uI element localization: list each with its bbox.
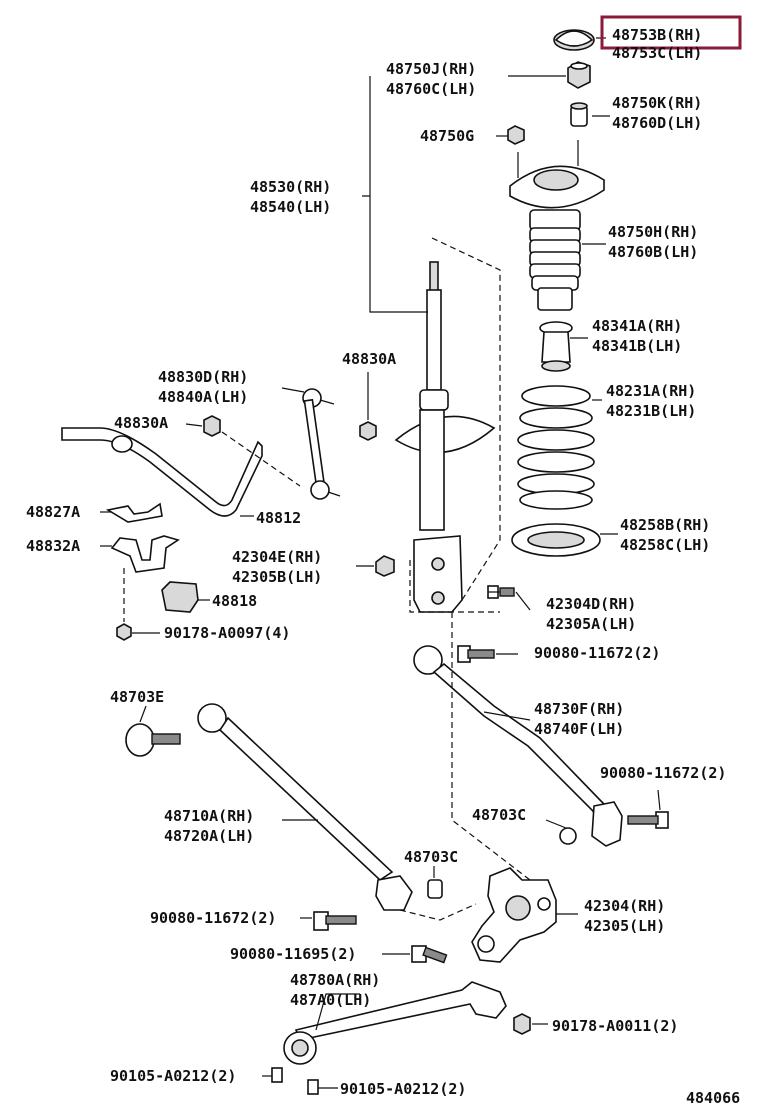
label-90080-11672-b[interactable]: 90080-11672(2) bbox=[600, 764, 726, 782]
label-48258[interactable]: 48258B(RH)48258C(LH) bbox=[620, 516, 710, 554]
stabilizer-link[interactable] bbox=[302, 388, 341, 500]
carrier-outline bbox=[399, 612, 531, 921]
lateral-link-no1[interactable] bbox=[197, 703, 413, 911]
link-bolt-top[interactable] bbox=[457, 645, 495, 663]
bump-stopper[interactable] bbox=[539, 321, 573, 372]
arm-bolt-left[interactable] bbox=[271, 1067, 283, 1083]
rear-axle-carrier[interactable] bbox=[471, 867, 557, 963]
lateral-link-no2[interactable] bbox=[413, 645, 623, 847]
link-washer-mid[interactable] bbox=[427, 879, 443, 899]
upper-mount-cap[interactable] bbox=[553, 29, 595, 51]
label-48750h[interactable]: 48750H(RH)48760B(LH) bbox=[608, 223, 698, 261]
label-48818[interactable]: 48818 bbox=[212, 592, 257, 610]
label-48827a[interactable]: 48827A bbox=[26, 503, 80, 521]
label-48341[interactable]: 48341A(RH)48341B(LH) bbox=[592, 317, 682, 355]
link-guide-line bbox=[221, 431, 301, 487]
label-48730f[interactable]: 48730F(RH)48740F(LH) bbox=[534, 700, 624, 738]
link-bushing-nut[interactable] bbox=[203, 415, 221, 437]
trailing-arm-nut[interactable] bbox=[513, 1013, 531, 1035]
mount-nut[interactable] bbox=[567, 61, 591, 89]
label-90080-11672-c[interactable]: 90080-11672(2) bbox=[150, 909, 276, 927]
strut-outline bbox=[409, 237, 501, 613]
label-42304e[interactable]: 42304E(RH)42305B(LH) bbox=[232, 548, 322, 586]
stabilizer-bracket-b[interactable] bbox=[110, 535, 180, 573]
link-washer-right[interactable] bbox=[559, 827, 577, 845]
carrier-bolt-left[interactable] bbox=[313, 911, 357, 931]
upper-support[interactable] bbox=[509, 140, 605, 209]
coil-spring[interactable] bbox=[517, 385, 595, 510]
label-42304d[interactable]: 42304D(RH)42305A(LH) bbox=[546, 595, 636, 633]
label-48780a[interactable]: 48780A(RH)487A0(LH) bbox=[290, 971, 380, 1009]
label-48750k[interactable]: 48750K(RH)48760D(LH) bbox=[612, 94, 702, 132]
spring-seat-insulator[interactable] bbox=[511, 523, 601, 557]
label-48703e[interactable]: 48703E bbox=[110, 688, 164, 706]
label-90080-11695[interactable]: 90080-11695(2) bbox=[230, 945, 356, 963]
label-48830a-left[interactable]: 48830A bbox=[114, 414, 168, 432]
diagram-number: 484066 bbox=[686, 1089, 740, 1107]
shock-absorber[interactable] bbox=[394, 261, 496, 613]
leader-lines bbox=[100, 37, 661, 1089]
label-48750j[interactable]: 48750J(RH)48760C(LH) bbox=[386, 60, 476, 98]
stabilizer-bracket-a[interactable] bbox=[105, 502, 163, 523]
link-bolt-right[interactable] bbox=[627, 811, 669, 829]
bracket-nut[interactable] bbox=[116, 623, 132, 641]
arm-bolt-right[interactable] bbox=[307, 1079, 319, 1095]
label-48703c-mid[interactable]: 48703C bbox=[404, 848, 458, 866]
label-90178-a0011[interactable]: 90178-A0011(2) bbox=[552, 1017, 678, 1035]
stabilizer-bushing[interactable] bbox=[161, 581, 199, 613]
mount-collar[interactable] bbox=[570, 102, 588, 127]
label-48753[interactable]: 48753B(RH)48753C(LH) bbox=[612, 26, 702, 62]
carrier-bolt-lower[interactable] bbox=[411, 945, 448, 964]
shock-lower-bolt[interactable] bbox=[487, 585, 515, 599]
label-48832a[interactable]: 48832A bbox=[26, 537, 80, 555]
cam-plate[interactable] bbox=[125, 723, 181, 757]
label-42304[interactable]: 42304(RH)42305(LH) bbox=[584, 897, 665, 935]
label-48231[interactable]: 48231A(RH)48231B(LH) bbox=[606, 382, 696, 420]
label-48750g[interactable]: 48750G bbox=[420, 127, 474, 145]
link-nut[interactable] bbox=[359, 421, 377, 441]
shock-lower-nut[interactable] bbox=[375, 555, 395, 577]
label-90105-left[interactable]: 90105-A0212(2) bbox=[110, 1067, 236, 1085]
label-48710a[interactable]: 48710A(RH)48720A(LH) bbox=[164, 807, 254, 845]
label-90080-11672-a[interactable]: 90080-11672(2) bbox=[534, 644, 660, 662]
label-48830d[interactable]: 48830D(RH)48840A(LH) bbox=[158, 368, 248, 406]
stabilizer-bar[interactable] bbox=[61, 427, 263, 517]
label-48530[interactable]: 48530(RH)48540(LH) bbox=[250, 178, 331, 216]
label-48703c-right[interactable]: 48703C bbox=[472, 806, 526, 824]
label-90105-right[interactable]: 90105-A0212(2) bbox=[340, 1080, 466, 1098]
dust-boot[interactable] bbox=[529, 209, 581, 311]
highlight-box bbox=[600, 15, 742, 50]
small-nut[interactable] bbox=[507, 125, 525, 145]
label-90178-a0097[interactable]: 90178-A0097(4) bbox=[164, 624, 290, 642]
label-48830a-top[interactable]: 48830A bbox=[342, 350, 396, 368]
trailing-arm[interactable] bbox=[283, 981, 507, 1065]
label-48812[interactable]: 48812 bbox=[256, 509, 301, 527]
